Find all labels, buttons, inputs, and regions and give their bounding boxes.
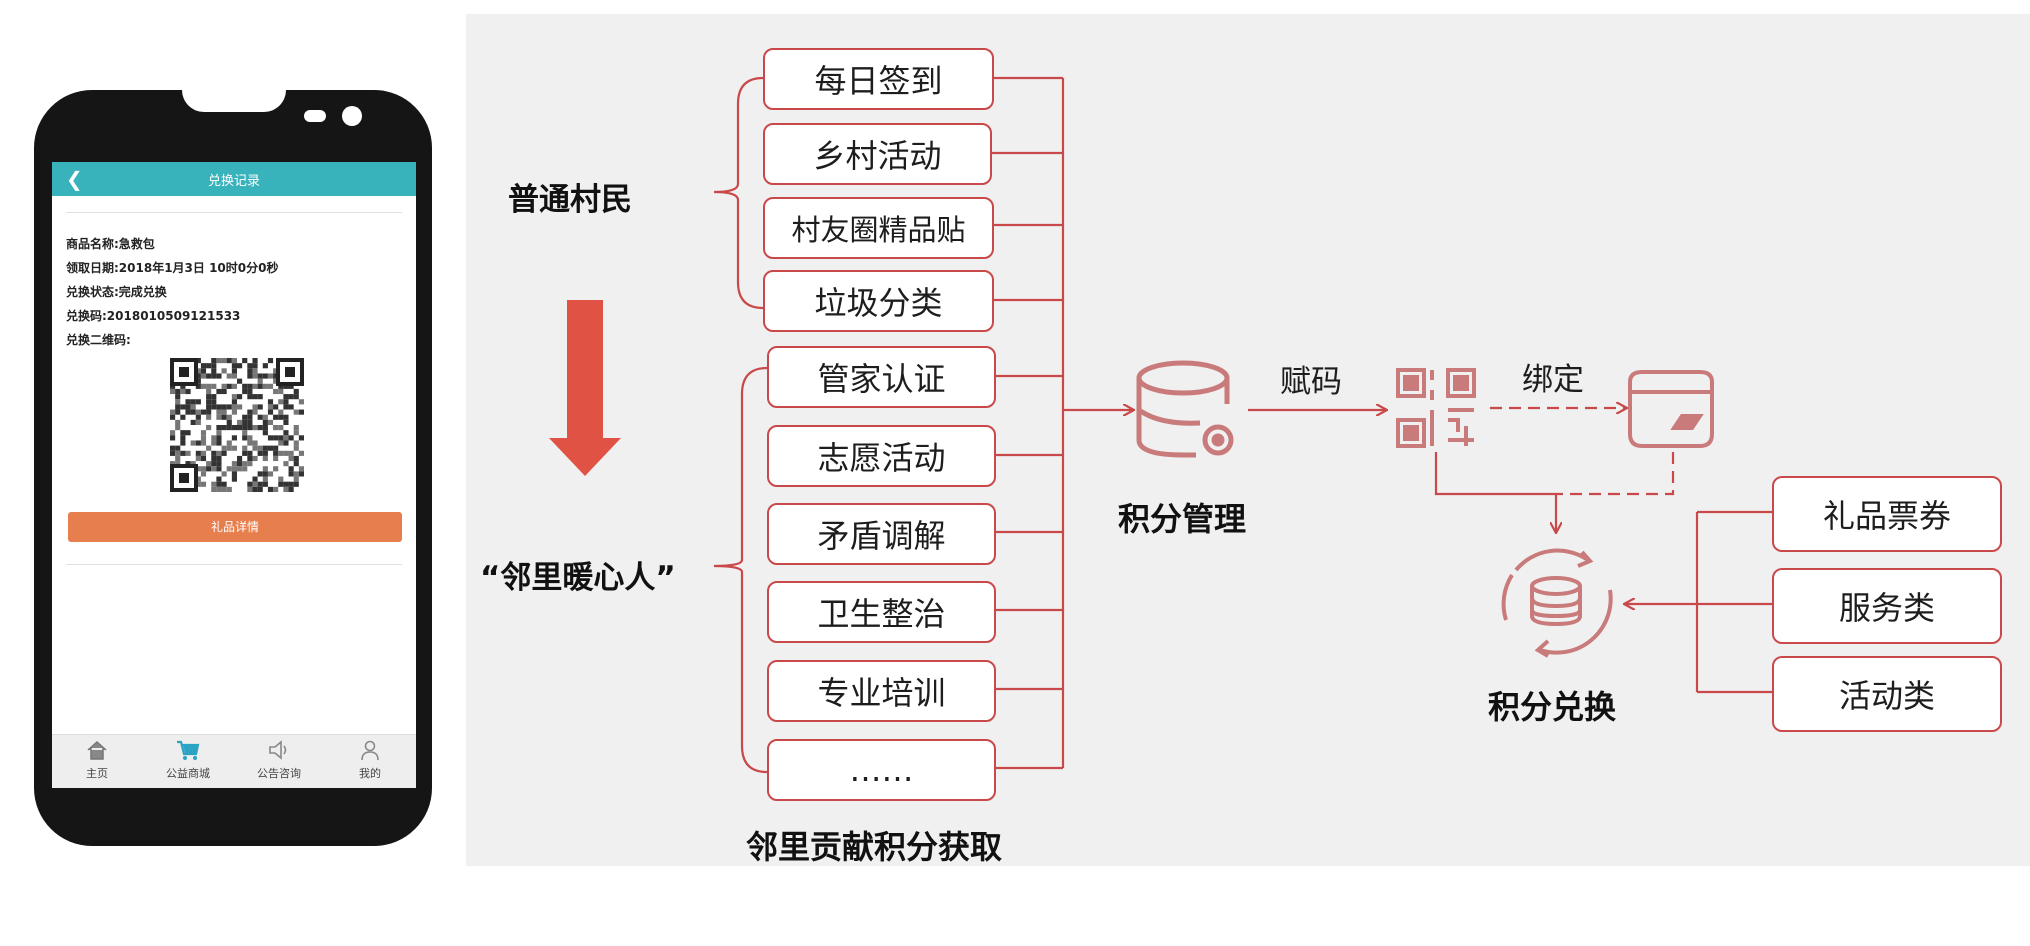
- record-code: 兑换码:2018010509121533: [66, 309, 241, 323]
- tab-label: 我的: [359, 767, 381, 780]
- down-arrow-icon: [549, 300, 621, 476]
- qr-code-icon: [170, 358, 304, 492]
- record-status: 兑换状态:完成兑换: [66, 285, 167, 299]
- exchange-gift-vouchers: 礼品票券: [1772, 476, 2002, 552]
- points-exchange-caption: 积分兑换: [1488, 688, 1617, 726]
- app-title: 兑换记录: [207, 174, 260, 189]
- app-bar: ❮ 兑换记录: [52, 162, 416, 196]
- ordinary-villagers-label: 普通村民: [508, 182, 632, 218]
- phone-mockup: ❮ 兑换记录 商品名称:急救包 领取日期:2018年1月3日 10时0分0秒 兑…: [34, 90, 432, 846]
- assign-code-label: 赋码: [1280, 364, 1342, 400]
- warm-neighbors-label: “邻里暖心人”: [480, 560, 676, 596]
- points-exchange-icon: [1501, 548, 1613, 658]
- warm-brace: [713, 366, 768, 774]
- item-garbage-sorting: 垃圾分类: [763, 270, 994, 332]
- item-volunteer-activity: 志愿活动: [767, 425, 996, 487]
- points-management-caption: 积分管理: [1118, 500, 1247, 538]
- card-dashed-line: [1556, 452, 1675, 496]
- exchange-activities: 活动类: [1772, 656, 2002, 732]
- item-dispute-mediation: 矛盾调解: [767, 503, 996, 565]
- tab-notices[interactable]: 公告咨询: [234, 739, 324, 781]
- exchange-services: 服务类: [1772, 568, 2002, 644]
- item-village-activity: 乡村活动: [763, 123, 992, 185]
- exchange-arrow: [1434, 452, 1556, 532]
- diagram-background: [466, 14, 2030, 866]
- phone-camera: [342, 106, 362, 126]
- user-icon: [361, 740, 379, 761]
- qr-icon: [1396, 368, 1476, 448]
- phone-notch: [182, 90, 286, 112]
- database-gear-icon: [1136, 360, 1234, 458]
- tab-label: 公告咨询: [257, 767, 301, 780]
- record-qr-label: 兑换二维码:: [66, 333, 131, 347]
- phone-screen: ❮ 兑换记录 商品名称:急救包 领取日期:2018年1月3日 10时0分0秒 兑…: [52, 162, 416, 788]
- collector: [990, 76, 1133, 770]
- cart-icon: [177, 740, 200, 760]
- card-icon: [1628, 370, 1714, 448]
- tab-home[interactable]: 主页: [52, 739, 142, 781]
- bind-label: 绑定: [1522, 362, 1584, 398]
- item-steward-certification: 管家认证: [767, 346, 996, 408]
- divider: [66, 212, 402, 213]
- item-featured-posts: 村友圈精品贴: [763, 197, 994, 259]
- item-professional-training: 专业培训: [767, 660, 996, 722]
- acquisition-caption: 邻里贡献积分获取: [746, 828, 1003, 866]
- tab-label: 公益商城: [166, 767, 210, 780]
- back-arrow-icon[interactable]: ❮: [66, 167, 83, 191]
- tab-bar: 主页 公益商城 公告咨询: [52, 734, 416, 788]
- home-icon: [87, 740, 107, 760]
- exchange-items-bracket: [1625, 510, 1772, 694]
- ordinary-brace: [713, 76, 764, 310]
- divider: [66, 564, 402, 565]
- gift-details-button[interactable]: 礼品详情: [68, 512, 402, 542]
- record-date: 领取日期:2018年1月3日 10时0分0秒: [66, 261, 279, 275]
- tab-mine[interactable]: 我的: [325, 739, 415, 781]
- speaker-icon: [269, 740, 287, 760]
- tab-mall[interactable]: 公益商城: [143, 739, 233, 781]
- tab-label: 主页: [86, 767, 108, 780]
- item-more: ……: [767, 739, 996, 801]
- record-name: 商品名称:急救包: [66, 237, 155, 251]
- item-sanitation-cleanup: 卫生整治: [767, 581, 996, 643]
- phone-speaker: [304, 110, 326, 122]
- item-daily-checkin: 每日签到: [763, 48, 994, 110]
